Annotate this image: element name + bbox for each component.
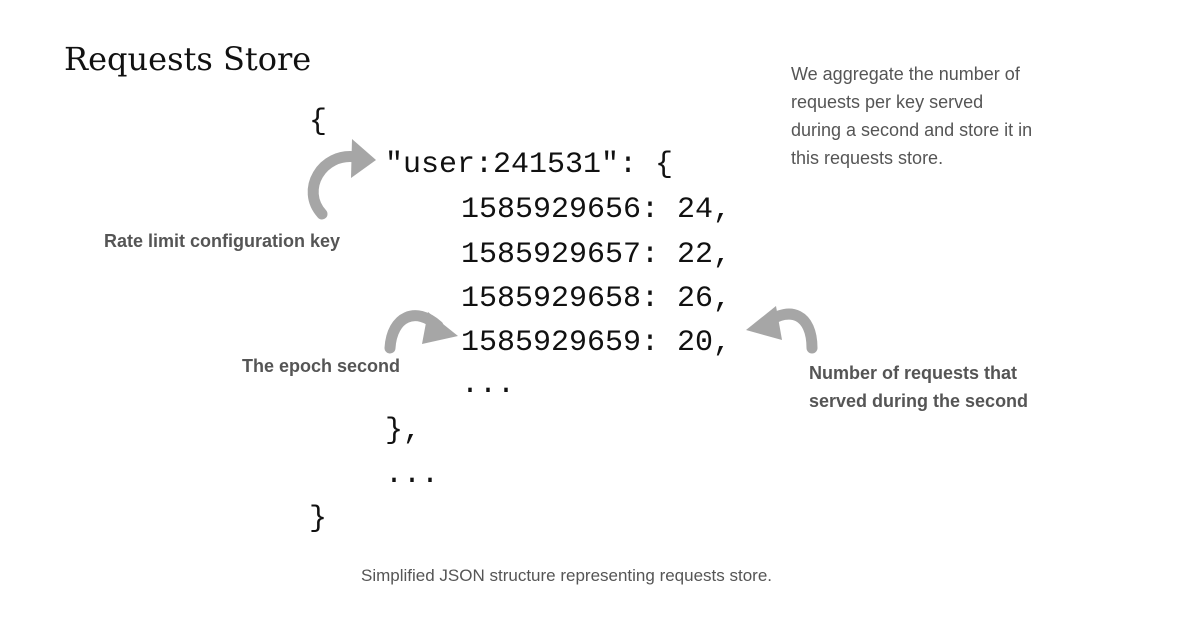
code-entry: 1585929657: 22,: [461, 238, 732, 272]
epoch-second-label: The epoch second: [242, 356, 401, 376]
code-inner-close: },: [385, 414, 422, 448]
code-entry: 1585929658: 26,: [461, 282, 732, 316]
description-line: We aggregate the number of: [791, 64, 1020, 84]
code-entry: 1585929656: 24,: [461, 193, 732, 227]
code-inner-ellipsis: ...: [461, 368, 516, 402]
config-key-label: Rate limit configuration key: [104, 231, 341, 251]
code-open-brace: {: [309, 105, 328, 139]
description-line: requests per key served: [791, 92, 984, 112]
request-count-label: served during the second: [809, 391, 1029, 411]
code-outer-ellipsis: ...: [385, 458, 440, 492]
diagram-caption: Simplified JSON structure representing r…: [361, 566, 773, 585]
code-entry: 1585929659: 20,: [461, 326, 732, 360]
description-line: during a second and store it in: [791, 120, 1033, 140]
description-line: this requests store.: [791, 148, 944, 168]
code-close-brace: }: [309, 502, 328, 536]
code-key-line: "user:241531": {: [385, 148, 674, 182]
diagram-title: Requests Store: [64, 40, 312, 78]
request-count-label: Number of requests that: [809, 363, 1018, 383]
